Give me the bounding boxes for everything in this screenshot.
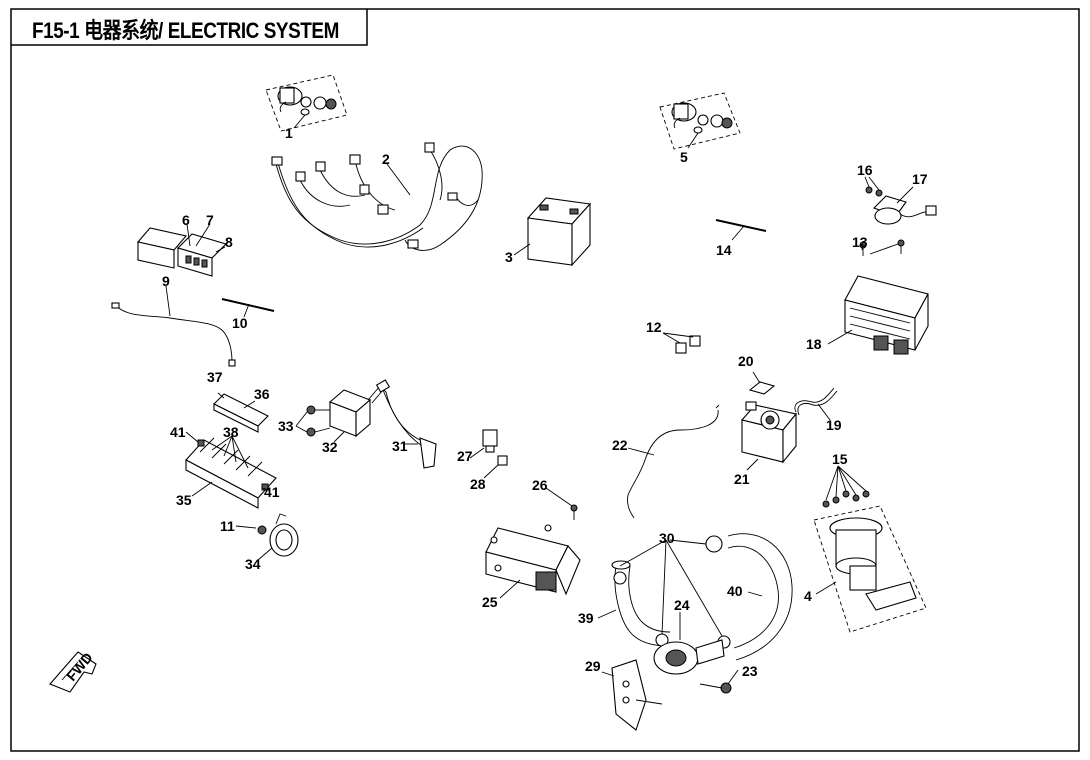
part-13-18-regulator bbox=[827, 239, 929, 355]
part-3-battery bbox=[513, 197, 592, 267]
callout-31: 31 bbox=[392, 438, 408, 454]
callout-24: 24 bbox=[674, 597, 690, 613]
part-25-26-ecu bbox=[485, 487, 581, 599]
callout-28: 28 bbox=[470, 476, 486, 492]
part-31-32-33-ignition-coil bbox=[295, 379, 437, 469]
part-23-24-29-30-39-40-valve-assembly bbox=[597, 533, 793, 731]
callout-26: 26 bbox=[532, 477, 548, 493]
callout-33: 33 bbox=[278, 418, 294, 434]
callout-12: 12 bbox=[646, 319, 662, 335]
outer-frame bbox=[10, 8, 1080, 752]
callout-2: 2 bbox=[382, 151, 390, 167]
part-10-rod bbox=[221, 298, 275, 318]
part-19-wire bbox=[794, 387, 838, 421]
callout-8: 8 bbox=[225, 234, 233, 250]
callout-29: 29 bbox=[585, 658, 601, 674]
callout-14: 14 bbox=[716, 242, 732, 258]
callout-17: 17 bbox=[912, 171, 928, 187]
callout-37: 37 bbox=[207, 369, 223, 385]
callout-32: 32 bbox=[322, 439, 338, 455]
callout-41b: 41 bbox=[264, 484, 280, 500]
title-box bbox=[11, 9, 368, 46]
part-27-28-relay bbox=[469, 429, 508, 479]
part-12-connectors bbox=[662, 332, 701, 354]
callout-41a: 41 bbox=[170, 424, 186, 440]
callout-3: 3 bbox=[505, 249, 513, 265]
callout-6: 6 bbox=[182, 212, 190, 228]
callout-11: 11 bbox=[220, 518, 235, 534]
part-6-7-8-relay-block bbox=[136, 223, 228, 277]
callout-39: 39 bbox=[578, 610, 594, 626]
callout-5: 5 bbox=[680, 149, 688, 165]
part-9-cable bbox=[111, 285, 236, 367]
callout-35: 35 bbox=[176, 492, 192, 508]
callout-18: 18 bbox=[806, 336, 822, 352]
callout-30: 30 bbox=[659, 530, 675, 546]
callout-40: 40 bbox=[727, 583, 743, 599]
part-11-34-horn bbox=[235, 513, 299, 561]
callout-13: 13 bbox=[852, 234, 868, 250]
callout-7: 7 bbox=[206, 212, 214, 228]
callout-19: 19 bbox=[826, 417, 842, 433]
part-20-21-starter-relay bbox=[740, 371, 797, 471]
part-4-15-fuel-pump bbox=[813, 465, 927, 633]
callout-36: 36 bbox=[254, 386, 270, 402]
callout-20: 20 bbox=[738, 353, 754, 369]
callout-25: 25 bbox=[482, 594, 498, 610]
callout-27: 27 bbox=[457, 448, 473, 464]
callout-23: 23 bbox=[742, 663, 758, 679]
callout-4: 4 bbox=[804, 588, 812, 604]
part-14-rod bbox=[715, 219, 767, 241]
part-22-cable bbox=[627, 404, 720, 519]
callout-34: 34 bbox=[245, 556, 261, 572]
callout-15: 15 bbox=[832, 451, 848, 467]
callout-labels: 1 2 3 4 5 6 7 8 9 10 11 12 13 14 15 16 1… bbox=[63, 125, 928, 684]
callout-38: 38 bbox=[223, 424, 239, 440]
page-title: F15-1 电器系统/ ELECTRIC SYSTEM bbox=[32, 18, 339, 43]
callout-9: 9 bbox=[162, 273, 170, 289]
part-16-17-sensor bbox=[864, 176, 937, 225]
callout-21: 21 bbox=[734, 471, 750, 487]
part-35-38-fuse-box bbox=[185, 392, 277, 509]
callout-22: 22 bbox=[612, 437, 628, 453]
fwd-arrow-icon bbox=[49, 651, 97, 693]
part-1-switch-kit bbox=[265, 74, 348, 132]
callout-10: 10 bbox=[232, 315, 248, 331]
callout-16: 16 bbox=[857, 162, 873, 178]
part-2-wiring-harness bbox=[271, 142, 483, 251]
part-5-switch-kit bbox=[659, 92, 741, 150]
callout-1: 1 bbox=[285, 125, 293, 141]
